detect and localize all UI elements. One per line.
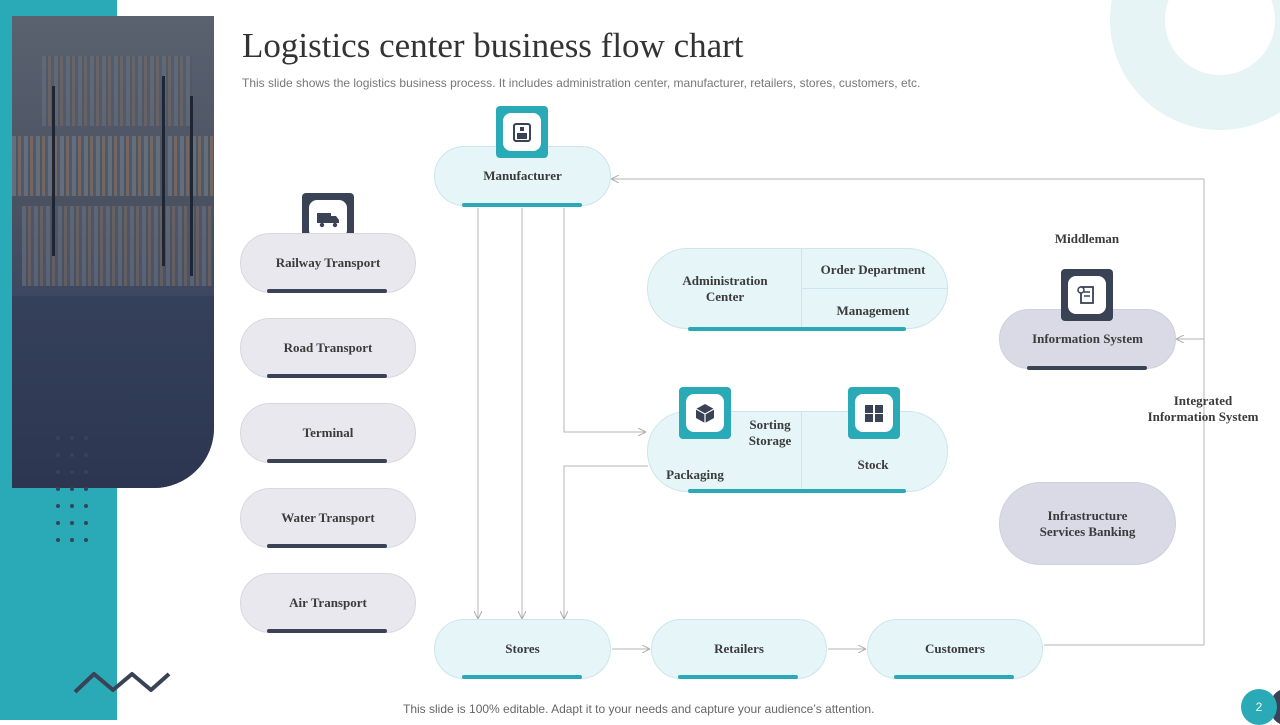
order-department-label: Order Department — [820, 262, 926, 277]
boxes-icon — [865, 405, 883, 422]
underline-bar — [462, 203, 582, 207]
divider — [801, 288, 947, 289]
crane — [190, 96, 193, 276]
container-stack — [12, 136, 214, 196]
underline-bar — [894, 675, 1014, 679]
management-label: Management — [836, 303, 910, 318]
factory-icon-box — [496, 106, 548, 158]
middleman-label: Middleman — [1054, 231, 1120, 246]
page-number: 2 — [1241, 689, 1277, 725]
underline-bar — [267, 544, 387, 548]
container-stack — [42, 56, 192, 126]
integrated-information-system-label: Integrated Information System — [1147, 393, 1259, 424]
stores-node: Stores — [434, 619, 611, 679]
info-document-icon — [1077, 286, 1094, 304]
railway-transport-node: Railway Transport — [240, 233, 416, 293]
underline-bar — [1027, 366, 1147, 370]
sorting-storage-label: Sorting Storage — [748, 417, 792, 448]
underline-bar — [267, 459, 387, 463]
page-subtitle: This slide shows the logistics business … — [242, 76, 921, 90]
page-title: Logistics center business flow chart — [242, 26, 744, 65]
info-document-icon-box — [1061, 269, 1113, 321]
arrow-warehouse-stores — [564, 465, 648, 618]
underline-bar — [688, 489, 906, 493]
stock-label: Stock — [857, 457, 889, 472]
underline-bar — [688, 327, 906, 331]
underline-bar — [267, 629, 387, 633]
underline-bar — [678, 675, 798, 679]
water — [12, 296, 214, 488]
arrow-customers-manufacturer — [612, 179, 1205, 646]
factory-icon — [513, 123, 531, 142]
infrastructure-services-banking-node: Infrastructure Services Banking — [999, 482, 1176, 565]
footer-note: This slide is 100% editable. Adapt it to… — [403, 702, 875, 716]
box-icon — [695, 404, 715, 423]
port-photo — [12, 16, 214, 488]
underline-bar — [267, 289, 387, 293]
arrow-manufacturer-warehouse — [563, 208, 645, 432]
truck-icon — [317, 213, 339, 228]
packaging-label: Packaging — [666, 467, 724, 482]
underline-bar — [462, 675, 582, 679]
retailers-node: Retailers — [651, 619, 827, 679]
crane — [162, 76, 165, 266]
underline-bar — [267, 374, 387, 378]
boxes-icon-box — [848, 387, 900, 439]
box-icon-box — [679, 387, 731, 439]
zigzag-decoration — [73, 672, 171, 694]
road-transport-node: Road Transport — [240, 318, 416, 378]
terminal-node: Terminal — [240, 403, 416, 463]
customers-node: Customers — [867, 619, 1043, 679]
crane — [52, 86, 55, 256]
administration-center-label: Administration Center — [682, 273, 768, 304]
information-system-node: Information System — [999, 309, 1176, 369]
water-transport-node: Water Transport — [240, 488, 416, 548]
air-transport-node: Air Transport — [240, 573, 416, 633]
divider — [801, 412, 802, 491]
